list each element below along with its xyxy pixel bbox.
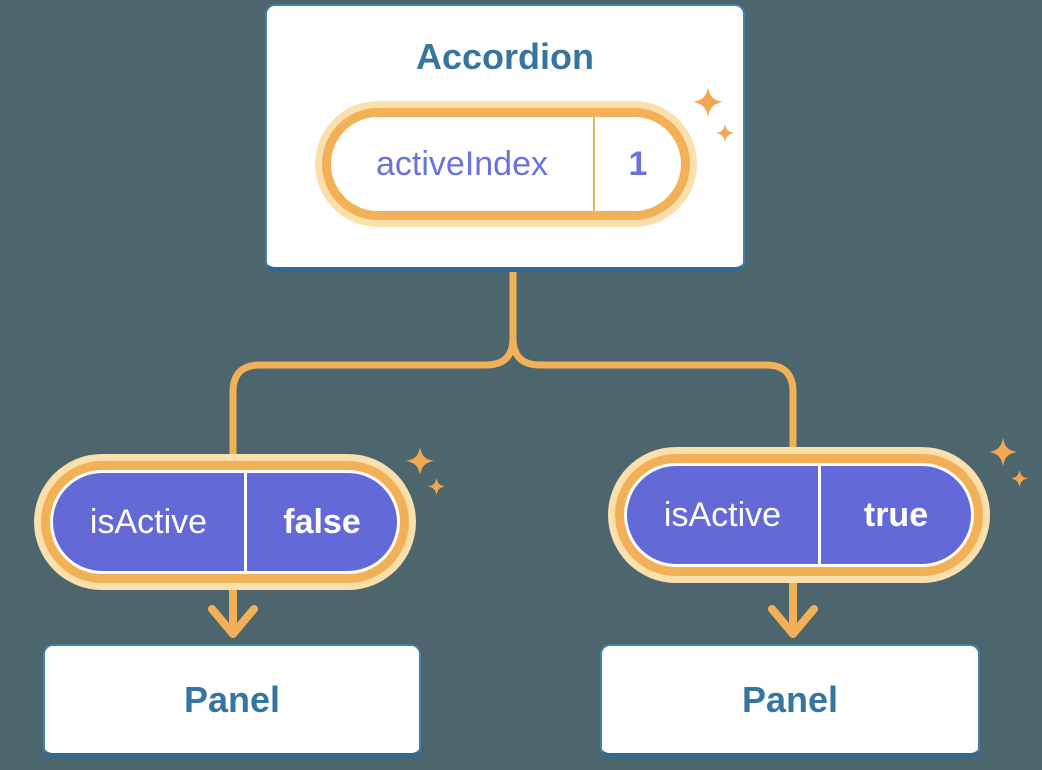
prop-value: false — [283, 502, 361, 541]
sparkle-icon — [716, 124, 734, 142]
state-pill: activeIndex 1 — [322, 108, 690, 220]
sparkle-icon — [693, 87, 723, 117]
accordion-box: Accordion activeIndex 1 — [265, 4, 745, 272]
prop-value: true — [863, 495, 929, 534]
state-value: 1 — [628, 144, 648, 183]
prop-pill-isactive-true: isActive true — [624, 463, 974, 567]
wire-branch-left — [229, 334, 517, 460]
panel-box-right: Panel — [600, 644, 980, 758]
state-name: activeIndex — [376, 144, 548, 183]
sparkle-icon — [428, 478, 445, 495]
panel-title: Panel — [741, 678, 839, 720]
pill-divider — [818, 466, 821, 564]
accordion-title: Accordion — [415, 36, 594, 77]
sparkle-icon — [989, 438, 1017, 466]
panel-title: Panel — [183, 678, 281, 720]
sparkle-icon — [406, 447, 434, 475]
arrow-down-icon — [208, 605, 258, 638]
pill-divider — [593, 117, 595, 211]
arrow-down-icon — [768, 605, 818, 638]
panel-box-left: Panel — [43, 644, 421, 758]
prop-pill-isactive-false: isActive false — [50, 470, 400, 574]
wire-branch-right — [509, 334, 797, 454]
sparkle-icon — [1011, 470, 1028, 487]
pill-divider — [244, 473, 247, 571]
prop-name: isActive — [89, 502, 208, 541]
prop-name: isActive — [663, 495, 782, 534]
